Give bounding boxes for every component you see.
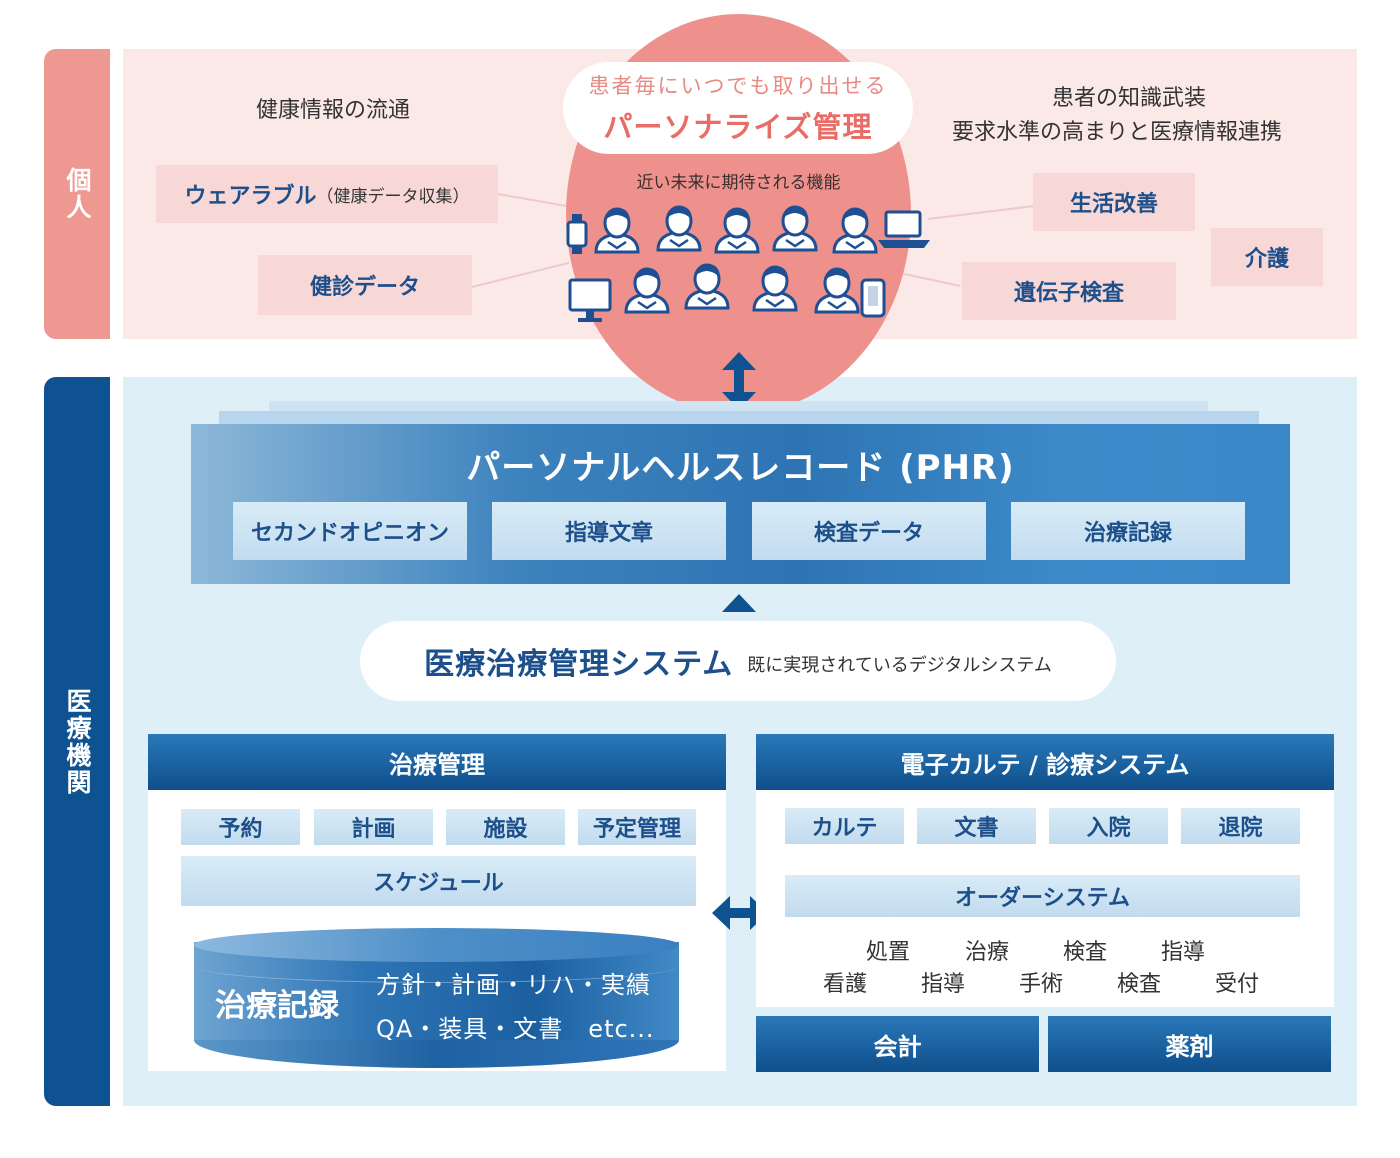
checkup-box: 健診データ <box>258 255 472 315</box>
lifestyle-box: 生活改善 <box>1033 173 1195 231</box>
system-subtitle: 既に実現されているデジタルシステム <box>747 655 1052 676</box>
order-item: 手術 <box>1019 972 1064 997</box>
chip-schedule-mgmt: 予定管理 <box>578 809 696 845</box>
chip-admission: 入院 <box>1049 808 1168 844</box>
order-system-label: オーダーシステム <box>955 886 1130 911</box>
bubble-title: パーソナライズ管理 <box>603 110 873 144</box>
phr-item-guidance: 指導文章 <box>492 502 726 560</box>
order-item: 受付 <box>1215 972 1260 997</box>
up-arrow-icon <box>722 594 756 612</box>
circle-caption: 近い未来に期待される機能 <box>636 173 841 193</box>
lifestyle-label: 生活改善 <box>1069 192 1158 217</box>
treatment-header-label: 治療管理 <box>389 750 485 779</box>
care-box: 介護 <box>1211 228 1323 286</box>
order-item: 看護 <box>823 972 868 997</box>
system-title: 医療治療管理システム <box>424 647 734 682</box>
bubble-subtitle: 患者毎にいつでも取り出せる <box>588 74 888 98</box>
phr-layer-middle <box>219 411 1259 424</box>
section-tab-medical: 医療機関 <box>44 377 110 1106</box>
chip-reservation: 予約 <box>181 809 300 845</box>
order-system-bar: オーダーシステム <box>785 875 1300 917</box>
chip-label: 計画 <box>351 817 396 842</box>
phr-item-second-opinion: セカンドオピニオン <box>233 502 467 560</box>
knowledge-heading: 患者の知識武装 <box>1052 86 1207 111</box>
wearable-label: ウェアラブル <box>184 184 317 209</box>
pharmacy-label: 薬剤 <box>1165 1032 1214 1061</box>
genetic-box: 遺伝子検査 <box>962 262 1176 320</box>
watch-icon <box>566 214 588 254</box>
chip-karte: カルテ <box>785 808 904 844</box>
chip-label: 入院 <box>1086 816 1131 841</box>
chip-label: 予約 <box>218 817 263 842</box>
double-arrow-vertical-icon <box>722 352 756 410</box>
chip-label: 予定管理 <box>592 817 681 842</box>
phr-title: パーソナルヘルスレコード (PHR) <box>466 448 1015 488</box>
demand-heading: 要求水準の高まりと医療情報連携 <box>952 120 1283 145</box>
genetic-label: 遺伝子検査 <box>1013 281 1124 306</box>
section-label-medical: 医療機関 <box>63 687 92 796</box>
laptop-icon <box>878 210 930 248</box>
phr-item-treatment-record: 治療記録 <box>1011 502 1245 560</box>
double-arrow-horizontal-icon <box>712 896 768 930</box>
chip-facility: 施設 <box>446 809 565 845</box>
chip-label: 施設 <box>483 817 528 842</box>
database-ring <box>194 966 679 983</box>
system-pill: 医療治療管理システム 既に実現されているデジタルシステム <box>360 621 1116 701</box>
database-line-2: QA・装具・文書 etc... <box>376 1015 655 1043</box>
accounting-label: 会計 <box>873 1032 922 1061</box>
phr-layer-back <box>269 401 1208 411</box>
patients-illustration <box>566 204 930 322</box>
order-item: 指導 <box>1161 940 1206 965</box>
phr-item-label: 治療記録 <box>1083 521 1172 546</box>
wearable-box: ウェアラブル （健康データ収集） <box>156 165 498 223</box>
accounting-box: 会計 <box>756 1016 1039 1072</box>
chip-label: カルテ <box>811 816 878 841</box>
database-line-1: 方針・計画・リハ・実績 <box>376 971 651 999</box>
database-cylinder-top <box>194 928 679 962</box>
pharmacy-box: 薬剤 <box>1048 1016 1331 1072</box>
order-item: 指導 <box>921 972 966 997</box>
treatment-panel-header: 治療管理 <box>148 734 726 790</box>
chip-label: 文書 <box>954 816 999 841</box>
chip-document: 文書 <box>917 808 1036 844</box>
section-tab-personal: 個人 <box>44 49 110 339</box>
order-item: 検査 <box>1117 972 1162 997</box>
database-title: 治療記録 <box>215 988 339 1024</box>
chip-label: 退院 <box>1218 816 1263 841</box>
personalized-bubble: 患者毎にいつでも取り出せる パーソナライズ管理 <box>563 62 913 154</box>
wearable-note: （健康データ収集） <box>316 186 470 207</box>
phr-item-label: 検査データ <box>813 521 924 546</box>
order-item: 処置 <box>866 940 911 965</box>
order-item: 検査 <box>1063 940 1108 965</box>
order-item: 治療 <box>965 940 1010 965</box>
phr-item-label: セカンドオピニオン <box>250 521 449 546</box>
smartphone-icon <box>860 278 886 318</box>
care-label: 介護 <box>1244 247 1289 272</box>
flow-heading: 健康情報の流通 <box>256 98 411 123</box>
karte-header-label: 電子カルテ / 診療システム <box>900 750 1190 779</box>
schedule-bar: スケジュール <box>181 856 696 906</box>
section-label-personal: 個人 <box>63 167 92 221</box>
monitor-icon <box>568 278 612 322</box>
schedule-label: スケジュール <box>373 871 504 896</box>
phr-item-label: 指導文章 <box>564 521 653 546</box>
chip-plan: 計画 <box>314 809 433 845</box>
phr-item-exam-data: 検査データ <box>752 502 986 560</box>
checkup-label: 健診データ <box>309 275 420 300</box>
karte-panel-header: 電子カルテ / 診療システム <box>756 734 1334 790</box>
chip-discharge: 退院 <box>1181 808 1300 844</box>
